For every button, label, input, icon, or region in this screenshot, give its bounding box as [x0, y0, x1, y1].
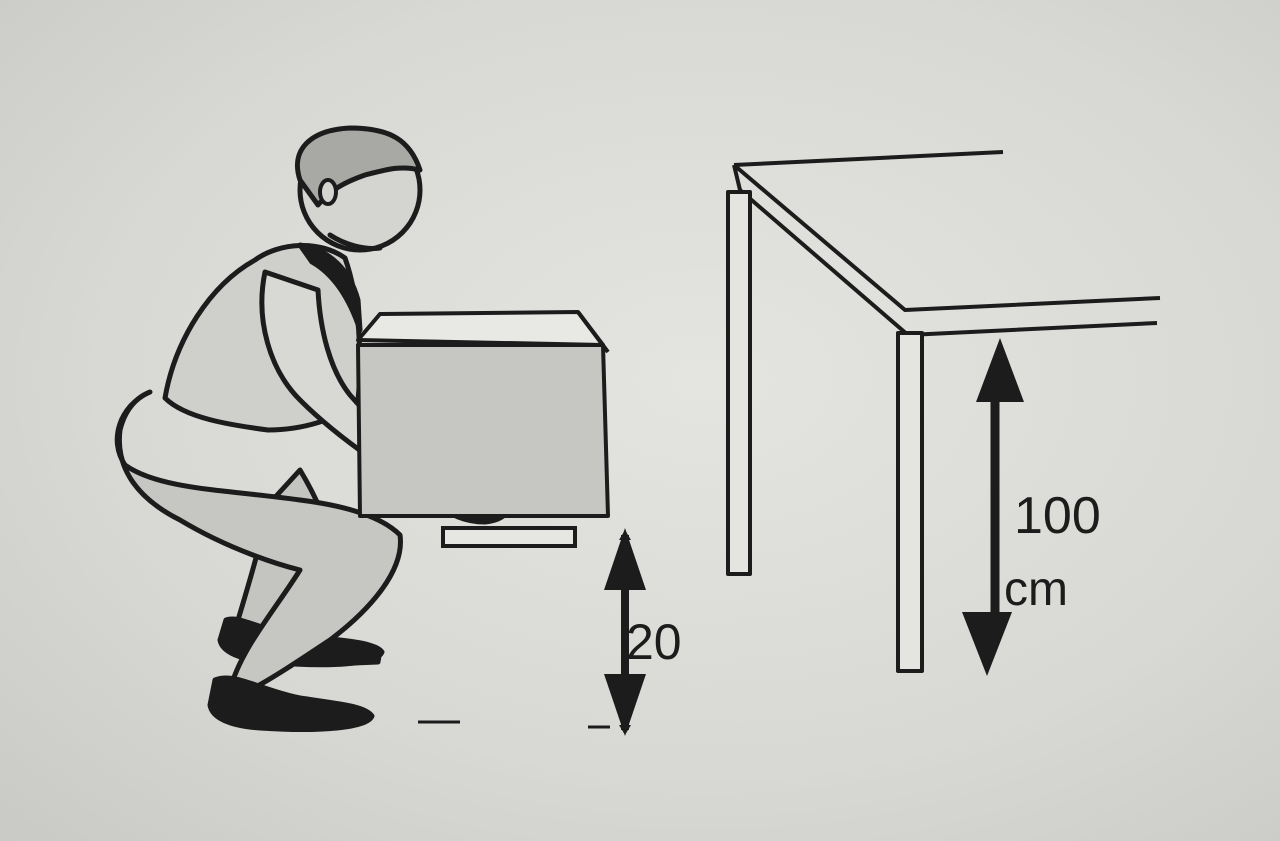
box-height-label: 20	[626, 617, 682, 667]
table-height-arrowhead-top	[976, 338, 1024, 402]
table-height-unit-label: cm	[1004, 566, 1068, 614]
lifted-box	[358, 312, 608, 516]
table-top-diagonal-inner	[740, 190, 1157, 335]
person-ear	[320, 180, 336, 204]
box-front-face	[358, 345, 608, 516]
table-figure	[728, 152, 1160, 671]
box-height-arrowhead-top	[604, 528, 646, 590]
table-leg-back	[728, 192, 750, 574]
person-front-shoe	[210, 678, 372, 730]
table-top-back-edge	[734, 152, 1003, 165]
box-height-arrowhead-bottom	[604, 674, 646, 736]
table-leg-front	[898, 333, 922, 671]
table-height-arrowhead-bottom	[962, 612, 1012, 676]
table-height-value-label: 100	[1014, 490, 1101, 542]
box-top-face	[358, 312, 603, 345]
floor-board	[443, 528, 575, 546]
